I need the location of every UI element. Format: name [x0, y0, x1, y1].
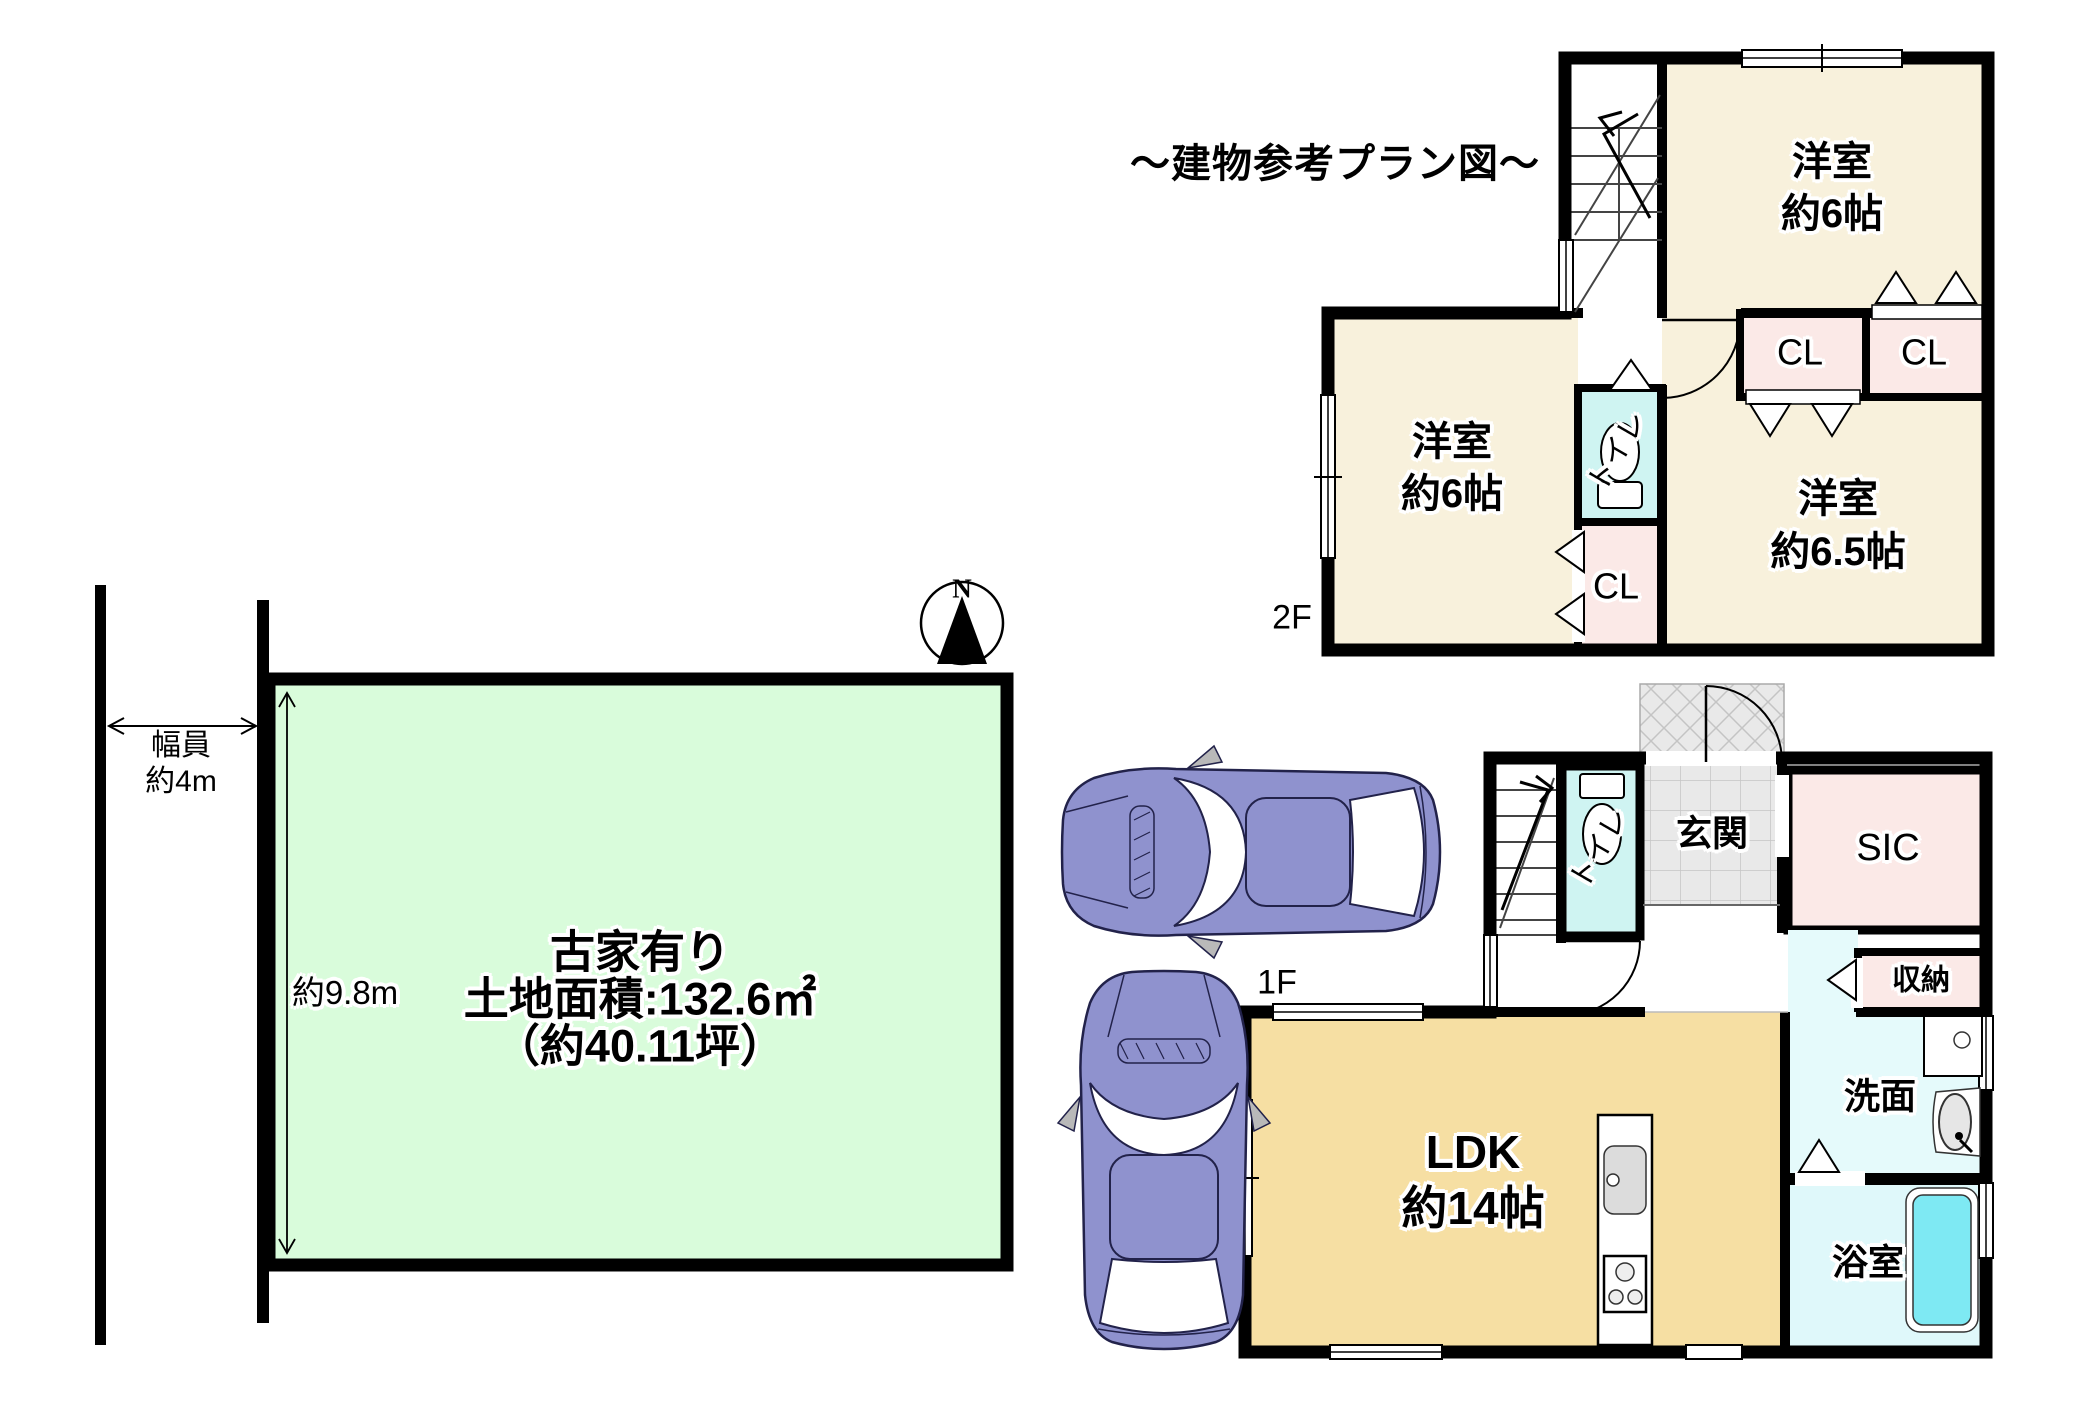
- land-line1: 古家有り: [549, 926, 731, 978]
- north-compass: [919, 580, 1005, 666]
- toilet-2f-door: [1608, 358, 1654, 391]
- window-2f-left: [1314, 394, 1342, 559]
- washroom-label: 洗面: [1843, 1075, 1917, 1117]
- window-bathroom-right: [1978, 1182, 1994, 1259]
- bedroom-top-label: 洋室 約6帖: [1781, 136, 1883, 240]
- ldk-floor: [1245, 1012, 1785, 1352]
- kitchen-sink: [1603, 1145, 1647, 1215]
- window-ldk-bottom: [1329, 1344, 1743, 1360]
- floor-label-2f: 2F: [1272, 598, 1312, 637]
- bedroom-right-label: 洋室 約6.5帖: [1770, 473, 1906, 579]
- road-lines: [95, 585, 269, 1345]
- washroom-counter: [1923, 1015, 1983, 1077]
- storage-door: [1826, 958, 1863, 1008]
- bathroom-door: [1795, 1138, 1865, 1186]
- bedroom-top-size: 約6帖: [1780, 192, 1884, 236]
- page-title: ～建物参考プラン図～: [1130, 142, 1540, 186]
- closet-right-label: CL: [1900, 331, 1948, 373]
- stairs-1f: [1496, 774, 1557, 936]
- ldk-label: LDK 約14帖: [1401, 1124, 1544, 1236]
- toilet-1f-icon: [1579, 773, 1625, 865]
- bedroom-left-size: 約6帖: [1400, 472, 1504, 516]
- bedroom-top-name: 洋室: [1792, 140, 1872, 184]
- ldk-size: 約14帖: [1401, 1182, 1545, 1234]
- window-2f-corridor-left: [1558, 239, 1574, 313]
- closet-right-door: [1871, 270, 1983, 320]
- closet-middle-label: CL: [1592, 565, 1640, 607]
- ldk-name: LDK: [1425, 1126, 1521, 1178]
- closet-left-label: CL: [1776, 331, 1824, 373]
- bedroom-right-name: 洋室: [1797, 477, 1878, 521]
- stairs-2f: [1571, 94, 1662, 313]
- compass-north-label: N: [952, 573, 972, 604]
- sic-label: SIC: [1856, 827, 1920, 870]
- car-top-view-vertical: [1056, 969, 1272, 1351]
- bathroom-label: 浴室: [1831, 1241, 1905, 1283]
- storage-label: 収納: [1891, 964, 1951, 997]
- bedroom-left-label: 洋室 約6帖: [1401, 416, 1503, 520]
- road-width-dimension: [106, 717, 259, 735]
- land-line3: （約40.11坪）: [494, 1020, 786, 1072]
- window-stairs-left: [1483, 934, 1498, 1008]
- first-floor-plan: [1231, 683, 1994, 1360]
- land-line2: 土地面積:132.6㎡: [463, 973, 817, 1025]
- closet-left-door: [1745, 389, 1861, 438]
- toilet-1f-door: [1565, 939, 1641, 1016]
- entrance-door: [1646, 685, 1783, 765]
- road-width-line2: 約4m: [145, 765, 217, 798]
- door-2f-bedroom-right: [1661, 318, 1741, 399]
- entrance-label: 玄関: [1675, 812, 1749, 854]
- bedroom-right-size: 約6.5帖: [1770, 530, 1906, 574]
- bedroom-left-floor: [1328, 313, 1578, 650]
- stairs-2f-floor: [1565, 58, 1668, 315]
- window-ldk-top: [1272, 1003, 1424, 1021]
- bedroom-left-name: 洋室: [1412, 420, 1492, 464]
- toilet-2f-icon: [1597, 422, 1643, 509]
- road-width-line1: 幅員: [151, 729, 211, 762]
- depth-label: 約9.8m: [291, 974, 399, 1012]
- floor-label-1f: 1F: [1257, 963, 1297, 1002]
- entrance-floor: [1640, 766, 1782, 906]
- land-plot: [262, 672, 1014, 1272]
- road-width-label: 幅員 約4m: [145, 728, 217, 800]
- land-description: 古家有り 土地面積:132.6㎡ （約40.11坪）: [464, 929, 817, 1070]
- bedroom-top-floor: [1662, 58, 1988, 315]
- kitchen-island: [1596, 1113, 1654, 1347]
- washroom-sink: [1932, 1087, 1981, 1157]
- car-top-view: [1060, 744, 1442, 960]
- depth-dimension: [278, 691, 296, 1255]
- bathtub: [1905, 1187, 1979, 1333]
- window-2f-top: [1741, 44, 1903, 72]
- entrance-porch: [1639, 683, 1785, 763]
- second-floor-plan: [1314, 44, 1995, 657]
- closet-middle-door: [1554, 530, 1585, 642]
